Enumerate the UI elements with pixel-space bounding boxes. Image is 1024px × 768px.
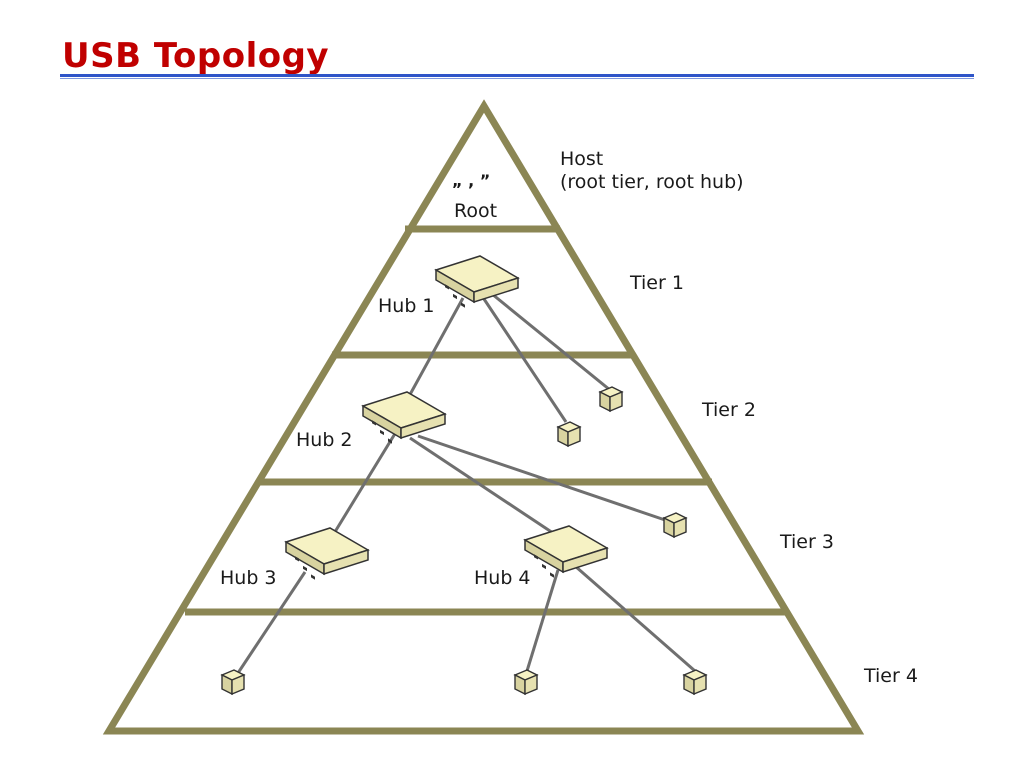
tier-label: Tier 2 (701, 399, 756, 421)
root-label: Root (454, 200, 497, 222)
usb-device-icon (557, 421, 581, 447)
usb-device-icon (663, 512, 687, 538)
host-label: Host (560, 148, 603, 170)
usb-device-icon (599, 386, 623, 412)
tier-label: Tier 4 (863, 665, 918, 687)
title-underline (60, 74, 974, 79)
root-glyphs: „ , ” (452, 171, 490, 190)
hub-label: Hub 3 (220, 567, 277, 589)
tier-label: Tier 3 (779, 531, 834, 553)
usb-device-icon (221, 669, 245, 695)
usb-cables (236, 292, 696, 674)
pyramid-outline (102, 99, 865, 735)
hub-label: Hub 4 (474, 567, 531, 589)
usb-device-icon (514, 669, 538, 695)
usb-device-icon (683, 669, 707, 695)
hub-label: Hub 1 (378, 295, 435, 317)
tier-label: Tier 1 (629, 272, 684, 294)
hub-label: Hub 2 (296, 429, 353, 451)
host-sublabel: (root tier, root hub) (560, 171, 744, 193)
page-title: USB Topology (62, 36, 330, 76)
